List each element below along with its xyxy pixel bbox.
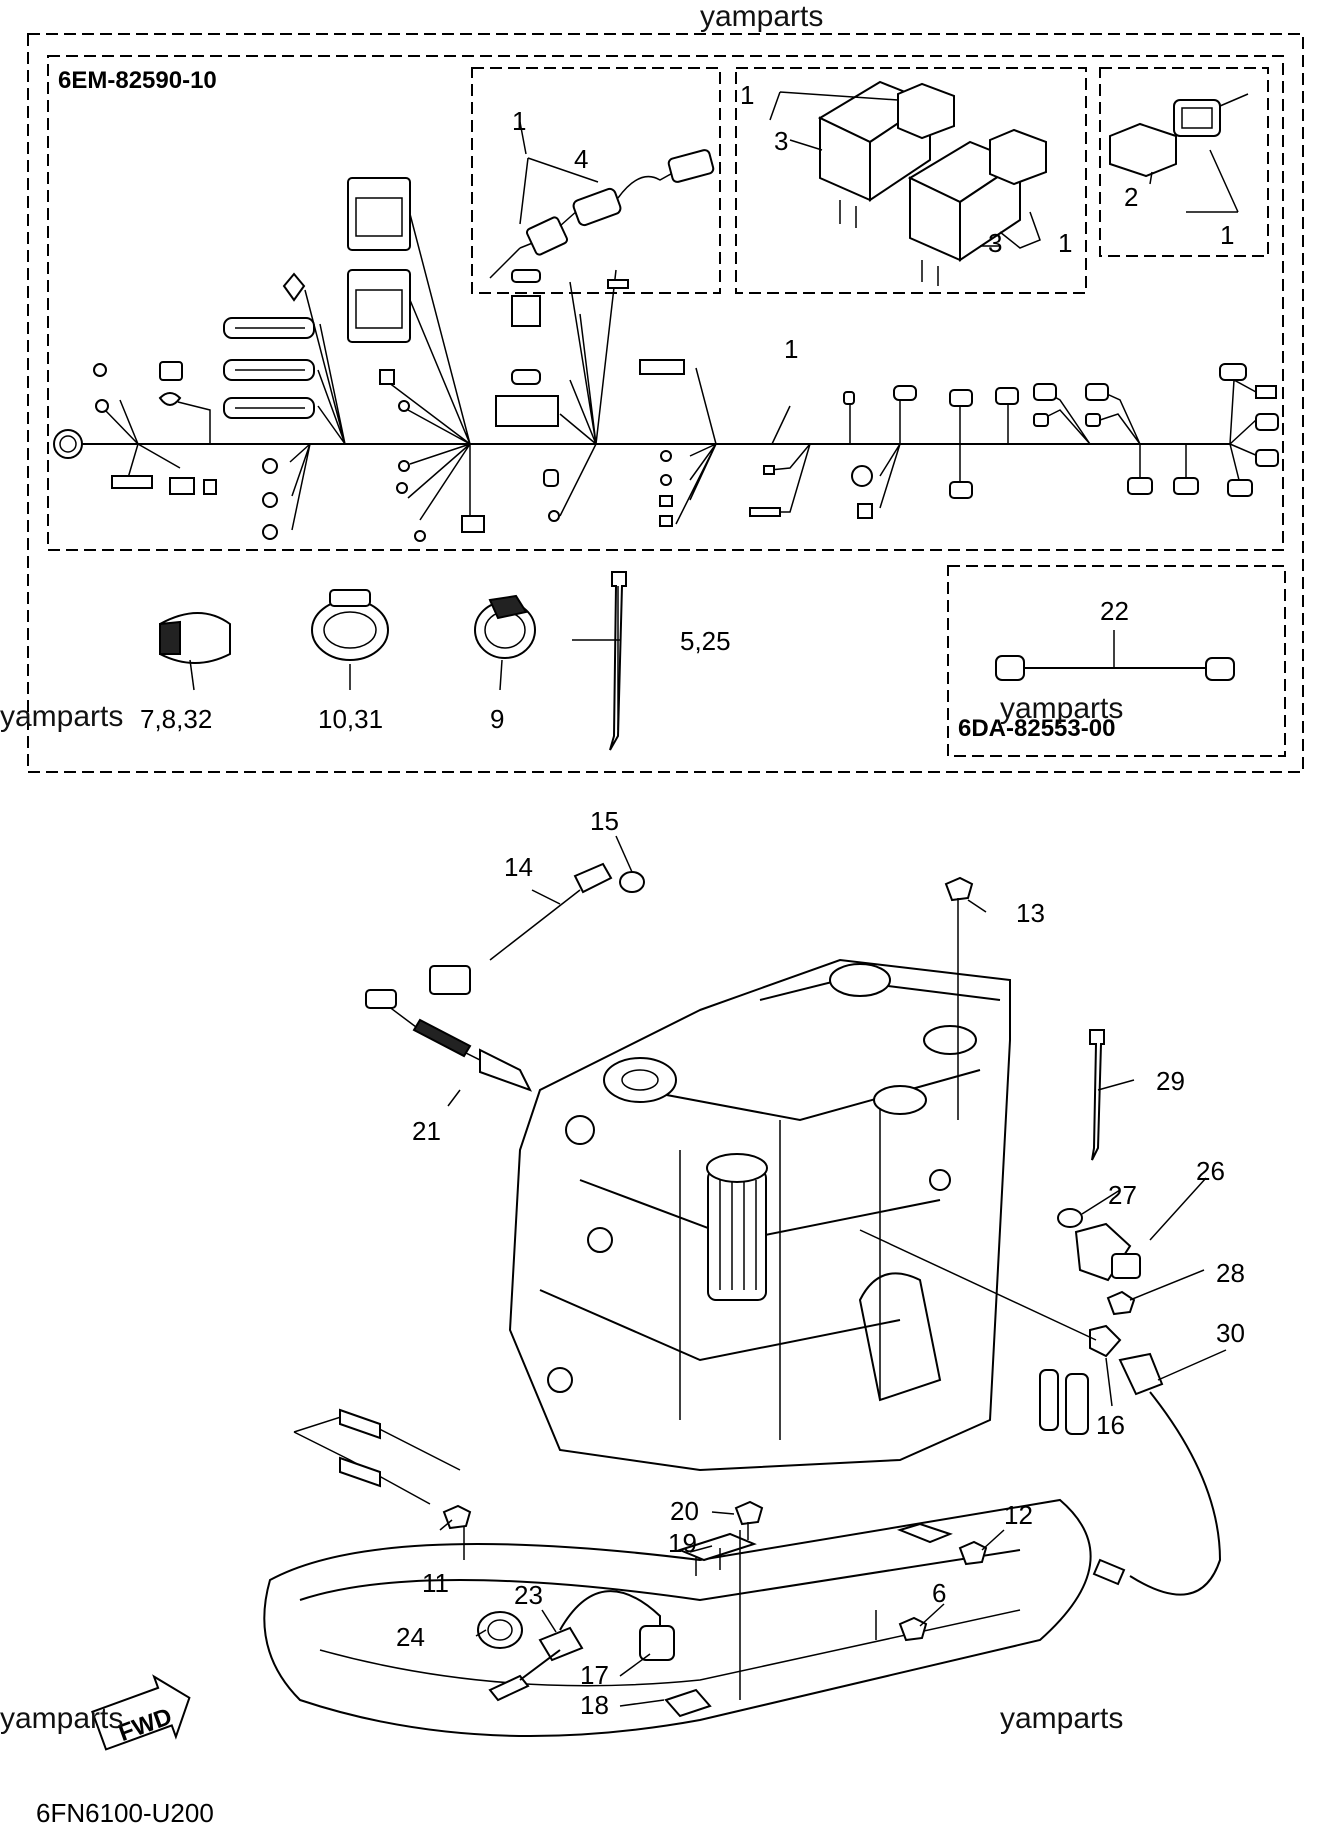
main-harness — [53, 177, 1279, 542]
leader-lines — [189, 121, 1227, 1707]
callout-24: 24 — [396, 1622, 425, 1652]
callout-6: 6 — [932, 1578, 946, 1608]
callout-30: 30 — [1216, 1318, 1245, 1348]
callout-27: 27 — [1108, 1180, 1137, 1210]
callout-7-8-32: 7,8,32 — [140, 704, 212, 734]
callout-1-main: 1 — [784, 334, 798, 364]
callout-28: 28 — [1216, 1258, 1245, 1288]
detail-a-parts — [489, 149, 715, 279]
kit-code-sub: 6DA-82553-00 — [958, 715, 1115, 742]
callout-14: 14 — [504, 852, 533, 882]
callout-1b: 1 — [740, 80, 754, 110]
callout-26: 26 — [1196, 1156, 1225, 1186]
callout-1d: 1 — [1220, 220, 1234, 250]
detail-box-b — [735, 67, 1087, 294]
watermark-bottom-left: yamparts — [0, 1702, 123, 1735]
clamps-row — [159, 571, 627, 751]
callout-17: 17 — [580, 1660, 609, 1690]
callout-9: 9 — [490, 704, 504, 734]
callout-19: 19 — [668, 1528, 697, 1558]
callout-21: 21 — [412, 1116, 441, 1146]
callout-18: 18 — [580, 1690, 609, 1720]
callout-1a: 1 — [512, 106, 526, 136]
watermark-sub: yamparts — [1000, 692, 1123, 725]
callout-15: 15 — [590, 806, 619, 836]
kit-code-main: 6EM-82590-10 — [58, 67, 217, 94]
callout-20: 20 — [670, 1496, 699, 1526]
callout-4: 4 — [574, 144, 588, 174]
callout-3a: 3 — [774, 126, 788, 156]
callout-2: 2 — [1124, 182, 1138, 212]
callout-23: 23 — [514, 1580, 543, 1610]
watermark-top: yamparts — [700, 0, 823, 33]
detail-box-a — [471, 67, 721, 294]
sensor-parts — [293, 862, 1222, 1718]
callout-5-25: 5,25 — [680, 626, 731, 656]
watermark-left: yamparts — [0, 700, 123, 733]
sub-harness-frame — [947, 565, 1286, 757]
callout-11: 11 — [422, 1568, 449, 1598]
engine-block — [263, 958, 1092, 1737]
callout-3b: 3 — [988, 228, 1002, 258]
drawing-code: 6FN6100-U200 — [36, 1798, 214, 1828]
outer-kit-frame — [27, 33, 1304, 773]
fwd-arrow — [91, 1674, 191, 1751]
detail-c-connectors — [1109, 93, 1249, 213]
callout-12: 12 — [1004, 1500, 1033, 1530]
callout-29: 29 — [1156, 1066, 1185, 1096]
detail-b-relays — [769, 80, 1047, 286]
callout-16: 16 — [1096, 1410, 1125, 1440]
sub-harness-22 — [995, 630, 1235, 681]
detail-box-c — [1099, 67, 1269, 257]
callout-22: 22 — [1100, 596, 1129, 626]
callout-1c: 1 — [1058, 228, 1072, 258]
watermark-bottom-right: yamparts — [1000, 1702, 1123, 1735]
callout-10-31: 10,31 — [318, 704, 383, 734]
callout-13: 13 — [1016, 898, 1045, 928]
harness-kit-frame — [47, 55, 1284, 551]
